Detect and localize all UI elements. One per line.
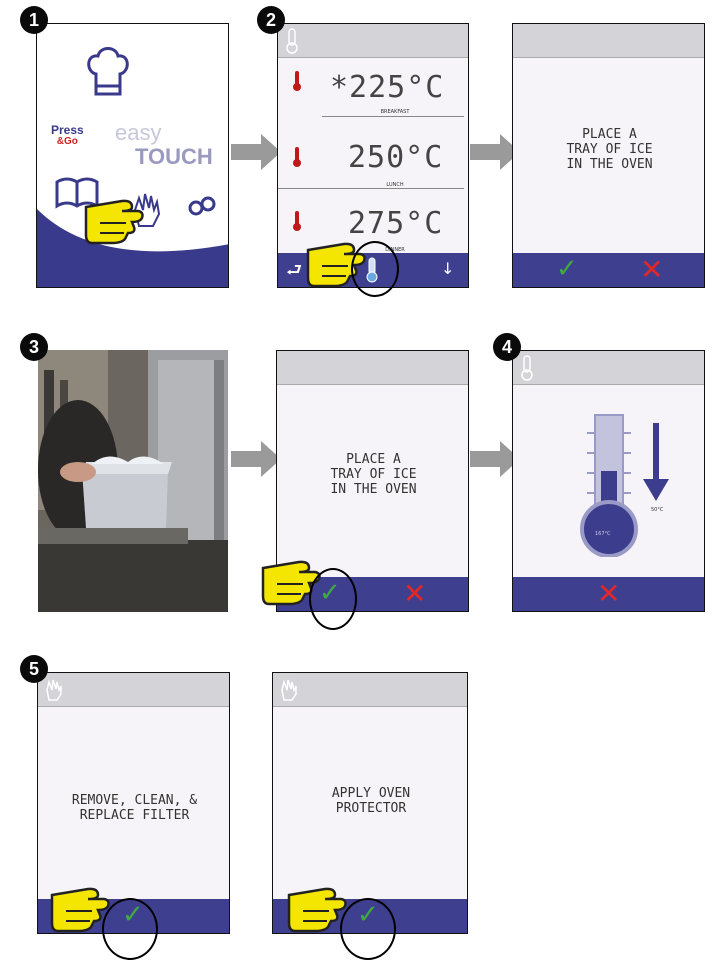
header-bar <box>38 673 229 707</box>
scroll-down-arrow-icon[interactable]: ↓ <box>441 259 454 278</box>
highlight-circle <box>102 898 158 960</box>
cleaning-hand-header-icon <box>44 678 64 702</box>
press-label: Press <box>51 124 84 136</box>
bottom-button-bar: ✓ ✕ <box>513 253 704 287</box>
prompt-message: PLACE A TRAY OF ICE IN THE OVEN <box>513 127 705 172</box>
header-bar <box>277 351 468 385</box>
program-row[interactable]: *225°C BREAKFAST <box>278 58 469 122</box>
row-divider <box>322 116 464 117</box>
photo-illustration <box>38 350 228 612</box>
target-temperature: 50°C <box>651 507 663 513</box>
easy-touch-logo[interactable]: TOUCH <box>135 144 213 170</box>
program-temperature: *225°C <box>330 70 444 105</box>
program-row[interactable]: 250°C LUNCH <box>278 124 469 188</box>
flow-arrow-1 <box>231 134 281 170</box>
settings-gears-icon[interactable] <box>187 194 217 218</box>
header-bar <box>513 24 704 58</box>
program-label: BREAKFAST <box>330 109 460 115</box>
thermometer-red-icon <box>292 70 302 92</box>
header-bar <box>273 673 467 707</box>
prompt-message: REMOVE, CLEAN, & REPLACE FILTER <box>38 793 230 823</box>
header-bar <box>278 24 468 58</box>
step-badge-5: 5 <box>20 655 48 683</box>
step-badge-2: 2 <box>257 6 285 34</box>
back-arrow-icon[interactable]: ⮐ <box>286 258 302 288</box>
press-and-go-logo[interactable]: Press &Go <box>51 124 84 148</box>
cooldown-screen: 167°C 50°C ✕ <box>512 350 705 612</box>
program-temperature: 275°C <box>348 206 443 241</box>
cancel-x-button[interactable]: ✕ <box>597 577 620 610</box>
flow-arrow-3 <box>231 441 281 477</box>
step-badge-4: 4 <box>493 333 521 361</box>
header-bar <box>513 351 704 385</box>
pointing-hand-icon <box>82 197 144 245</box>
current-temperature: 167°C <box>595 531 611 537</box>
pointing-hand-icon <box>48 885 110 933</box>
highlight-circle <box>351 241 399 297</box>
step-badge-1: 1 <box>20 6 48 34</box>
pointing-hand-icon <box>285 885 347 933</box>
cancel-x-button[interactable]: ✕ <box>403 577 426 610</box>
confirm-check-button[interactable]: ✓ <box>556 254 578 284</box>
down-arrow-icon <box>643 423 669 503</box>
highlight-circle <box>340 898 396 960</box>
cancel-x-button[interactable]: ✕ <box>640 253 663 286</box>
place-ice-prompt-screen: PLACE A TRAY OF ICE IN THE OVEN ✓ ✕ <box>512 23 705 288</box>
thermometer-red-icon <box>292 146 302 168</box>
thermometer-red-icon <box>292 210 302 232</box>
prompt-message: PLACE A TRAY OF ICE IN THE OVEN <box>277 452 469 497</box>
home-screen: Press &Go easy TOUCH <box>36 23 229 288</box>
thermometer-header-icon <box>521 355 533 381</box>
bottom-button-bar: ✕ <box>513 577 704 611</box>
program-temperature: 250°C <box>348 140 443 175</box>
chef-hat-icon[interactable] <box>84 44 132 99</box>
go-label: &Go <box>51 136 84 148</box>
step-badge-3: 3 <box>20 333 48 361</box>
thermometer-header-icon <box>286 28 298 54</box>
row-divider <box>278 188 464 189</box>
easy-label: easy <box>115 120 161 146</box>
photo-ice-tray-in-oven <box>38 350 228 612</box>
highlight-circle <box>309 568 357 630</box>
cleaning-hand-header-icon <box>279 678 299 702</box>
prompt-message: APPLY OVEN PROTECTOR <box>273 786 468 816</box>
